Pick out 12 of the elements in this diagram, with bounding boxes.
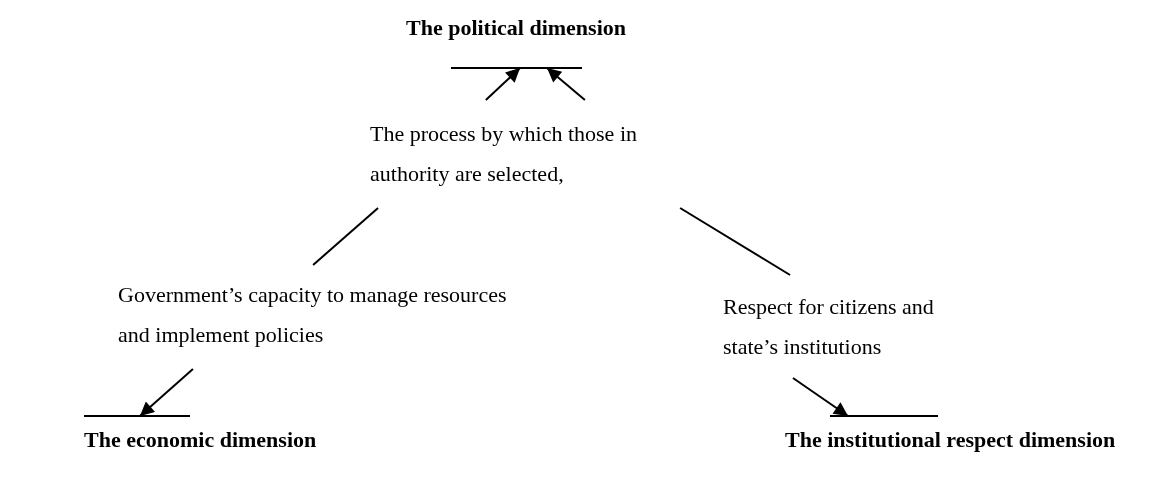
node-text: Government’s capacity to manage resources and implement policies — [118, 281, 508, 349]
arrow — [484, 67, 522, 101]
connector-line — [312, 207, 380, 266]
arrow — [791, 377, 850, 417]
node-text: Respect for citizens and state’s institutions — [723, 293, 935, 361]
connector-line — [679, 207, 792, 276]
dimension-heading: The institutional respect dimension — [785, 427, 1116, 453]
dimension-heading: The economic dimension — [84, 427, 317, 453]
arrow — [138, 368, 194, 417]
dimension-heading: The political dimension — [406, 15, 626, 41]
arrow — [546, 67, 586, 101]
node-text: The process by which those in authority are selected, — [370, 120, 638, 188]
